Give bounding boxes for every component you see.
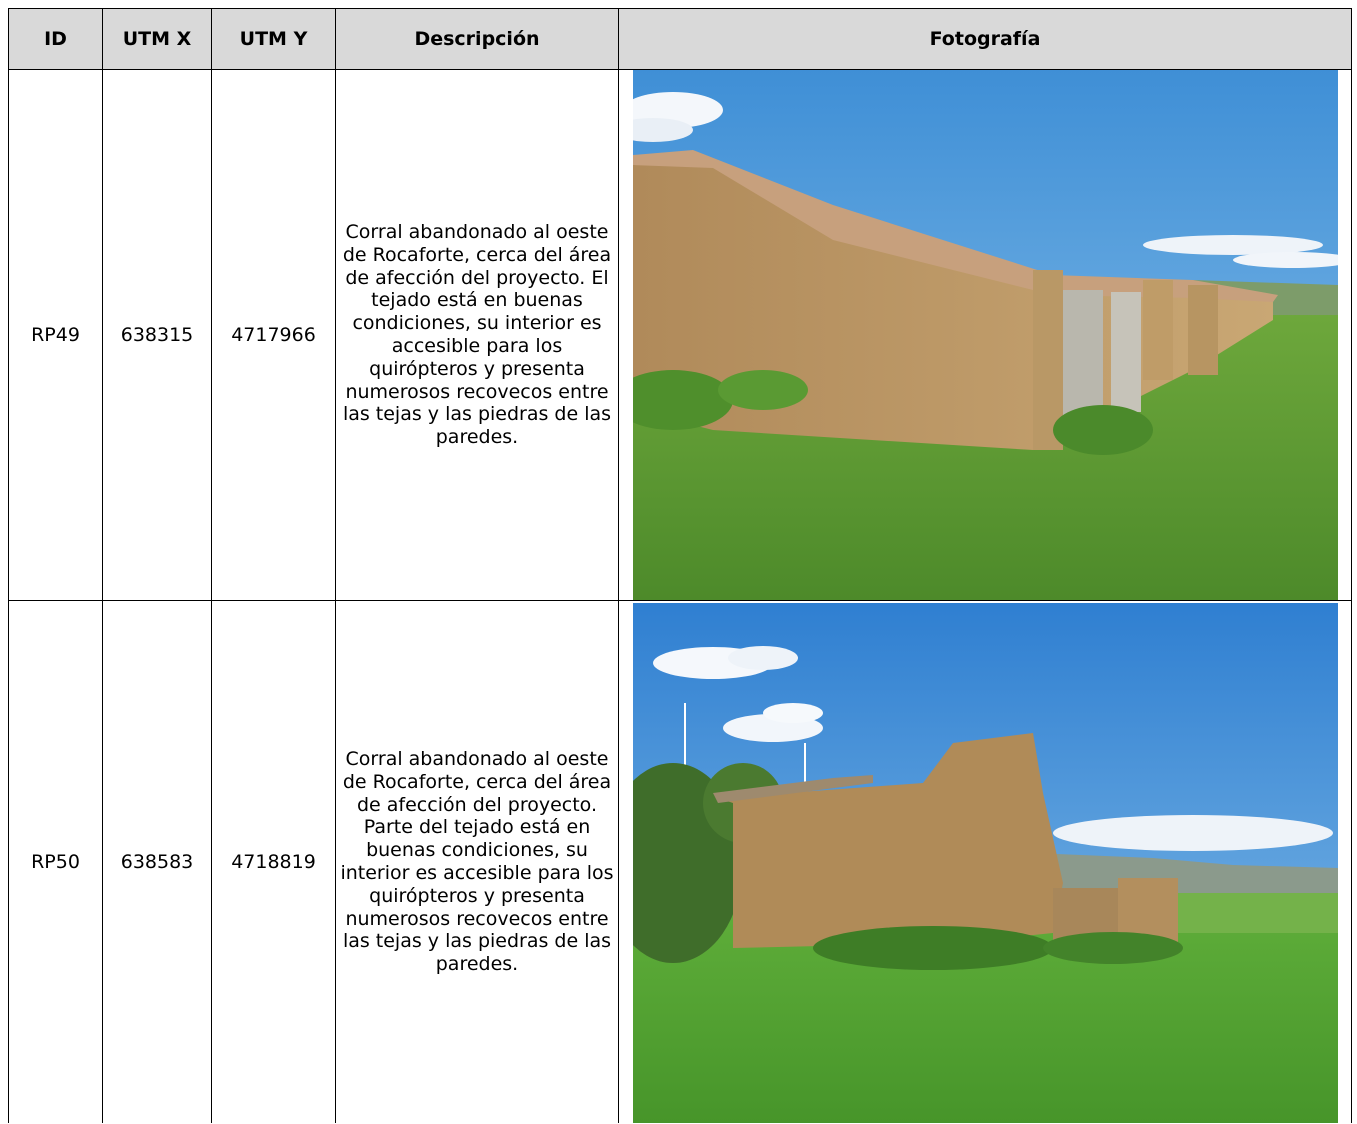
table-row: RP49 638315 4717966 Corral abandonado al… <box>8 69 1352 601</box>
cell-fotografia <box>618 69 1352 601</box>
header-row: ID UTM X UTM Y Descripción Fotografía <box>8 8 1352 70</box>
header-id: ID <box>8 8 103 70</box>
data-table: ID UTM X UTM Y Descripción Fotografía RP… <box>8 8 1352 1123</box>
cell-id: RP49 <box>8 69 103 601</box>
table-row: RP50 638583 4718819 Corral abandonado al… <box>8 600 1352 1123</box>
cell-utm-y: 4717966 <box>211 69 336 601</box>
cell-descripcion: Corral abandonado al oeste de Rocaforte,… <box>335 600 619 1123</box>
cell-fotografia <box>618 600 1352 1123</box>
cell-utm-y: 4718819 <box>211 600 336 1123</box>
cell-id: RP50 <box>8 600 103 1123</box>
cell-utm-x: 638315 <box>102 69 212 601</box>
header-fotografia: Fotografía <box>618 8 1352 70</box>
cell-utm-x: 638583 <box>102 600 212 1123</box>
header-descripcion: Descripción <box>335 8 619 70</box>
cell-descripcion: Corral abandonado al oeste de Rocaforte,… <box>335 69 619 601</box>
header-utm-x: UTM X <box>102 8 212 70</box>
header-utm-y: UTM Y <box>211 8 336 70</box>
corral-photo-rp50 <box>633 603 1338 1123</box>
corral-photo-rp49 <box>633 70 1338 600</box>
